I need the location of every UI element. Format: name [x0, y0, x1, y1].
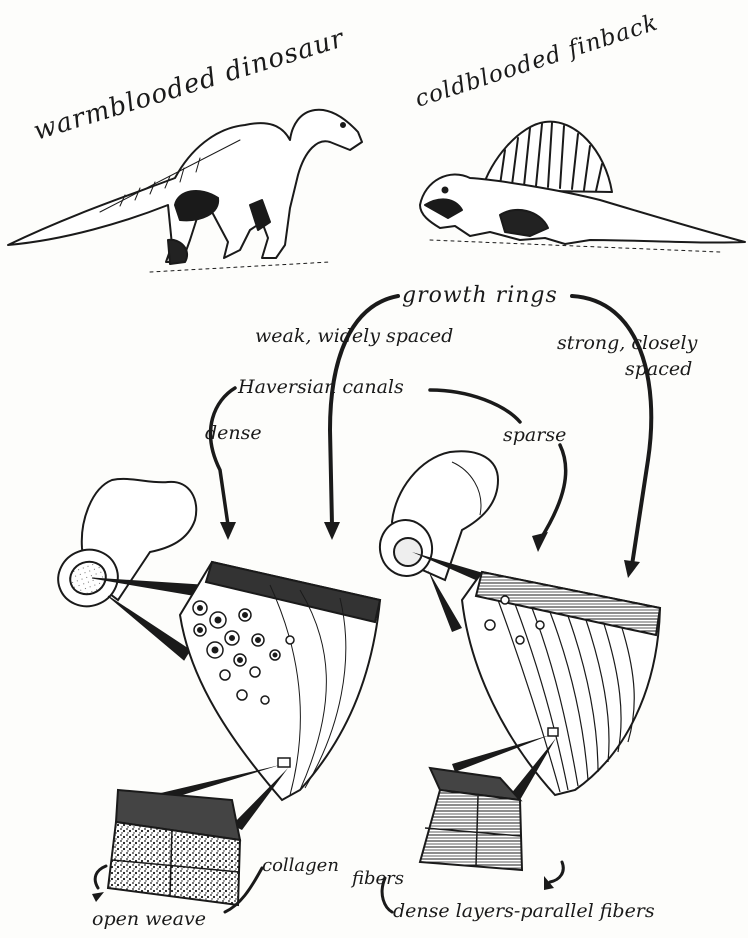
growth-rings-label: growth rings	[402, 283, 558, 308]
warm-bone-section	[180, 562, 380, 800]
weak-widely-spaced-label: weak, widely spaced	[255, 325, 453, 347]
sparse-label: sparse	[503, 424, 566, 446]
haversian-canals-label: Haversian canals	[238, 376, 404, 398]
warm-collagen-block	[108, 790, 240, 905]
fibers-label: fibers	[352, 868, 404, 889]
dense-layers-label: dense layers-parallel fibers	[393, 900, 655, 922]
dense-label: dense	[205, 422, 262, 444]
open-weave-label: open weave	[92, 908, 206, 930]
coldblooded-finback-drawing	[420, 122, 745, 252]
collagen-label: collagen	[262, 855, 339, 876]
warm-bone-drawing	[50, 479, 196, 615]
spaced-label: spaced	[625, 358, 692, 380]
cold-collagen-block	[420, 768, 522, 870]
haversian-arrows	[211, 388, 566, 540]
cold-bone-section	[462, 572, 660, 795]
strong-closely-label: strong, closely	[557, 332, 697, 354]
